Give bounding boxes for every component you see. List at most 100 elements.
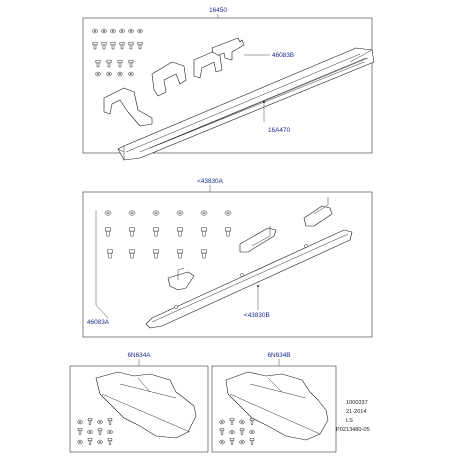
washer-icon bbox=[97, 419, 103, 425]
bolt-icon bbox=[249, 438, 255, 445]
bolt-icon bbox=[105, 227, 111, 237]
washer-icon bbox=[97, 439, 103, 445]
bolt-icon bbox=[107, 249, 113, 259]
bolt-icon bbox=[106, 59, 112, 68]
bracket-icon bbox=[239, 227, 277, 253]
washer-icon bbox=[128, 71, 134, 77]
callout-6N634B[interactable]: 6N634B bbox=[267, 352, 290, 359]
bolt-icon bbox=[128, 41, 134, 50]
splash-guard-icon bbox=[95, 371, 197, 439]
fastener-group-upper bbox=[92, 28, 143, 77]
washer-icon bbox=[77, 419, 83, 425]
bolt-icon bbox=[177, 227, 183, 237]
reference-block: 1000337 21-2014 LS P0213480-05 bbox=[336, 400, 370, 433]
washer-icon bbox=[249, 429, 255, 435]
kit-box-lower bbox=[82, 191, 373, 338]
kit-box-upper bbox=[82, 17, 373, 154]
washer-icon bbox=[107, 429, 113, 435]
section-side-step-kit-lower: <43830A <43830B 46083A bbox=[82, 178, 373, 338]
washer-icon bbox=[128, 28, 134, 34]
fastener-group-lower bbox=[104, 210, 232, 259]
step-bar-upper bbox=[117, 47, 375, 161]
bolt-icon bbox=[107, 438, 113, 445]
washer-icon bbox=[219, 439, 225, 445]
bolt-icon bbox=[110, 41, 116, 50]
bracket-icon bbox=[167, 271, 195, 291]
bolt-icon bbox=[128, 59, 134, 68]
washer-icon bbox=[77, 439, 83, 445]
bolt-icon bbox=[249, 418, 255, 425]
reference-line-3: LS bbox=[346, 418, 353, 424]
bolt-icon bbox=[201, 227, 207, 237]
washer-icon bbox=[106, 71, 112, 77]
bolt-icon bbox=[137, 41, 143, 50]
washer-icon bbox=[110, 28, 116, 34]
bracket-icon bbox=[193, 51, 223, 79]
bolt-icon bbox=[95, 59, 101, 68]
washer-icon bbox=[229, 429, 235, 435]
bolt-icon bbox=[87, 438, 93, 445]
callout-46083A[interactable]: 46083A bbox=[87, 319, 110, 326]
bolt-icon bbox=[153, 227, 159, 237]
step-bar-icon bbox=[117, 47, 375, 161]
section-splash-guard-left: 6N634A bbox=[69, 352, 209, 453]
callout-43830B[interactable]: <43830B bbox=[244, 312, 270, 319]
callout-6N634A[interactable]: 6N634A bbox=[127, 352, 151, 359]
bolt-icon bbox=[219, 428, 225, 435]
bracket-icon bbox=[303, 205, 333, 227]
callout-16450[interactable]: 16450 bbox=[209, 7, 227, 14]
washer-icon bbox=[95, 71, 101, 77]
bolt-icon bbox=[117, 59, 123, 68]
callout-43830A[interactable]: <43830A bbox=[197, 178, 224, 185]
bolt-icon bbox=[77, 428, 83, 435]
fastener-group-guard-right bbox=[219, 418, 255, 445]
washer-icon bbox=[104, 210, 112, 216]
bracket-group-upper bbox=[103, 37, 245, 127]
bolt-icon bbox=[225, 227, 231, 237]
callout-46083B[interactable]: 46083B bbox=[272, 52, 294, 59]
kit-box-guard-left bbox=[69, 365, 209, 453]
bracket-icon bbox=[151, 61, 187, 97]
washer-icon bbox=[87, 429, 93, 435]
kit-box-guard-right bbox=[211, 365, 337, 453]
bolt-icon bbox=[201, 249, 207, 259]
bolt-icon bbox=[129, 249, 135, 259]
bracket-icon bbox=[103, 87, 153, 127]
bracket-icon bbox=[211, 37, 245, 61]
bolt-icon bbox=[129, 227, 135, 237]
washer-icon bbox=[239, 419, 245, 425]
bolt-icon bbox=[107, 418, 113, 425]
washer-icon bbox=[200, 210, 208, 216]
reference-line-2: 21-2014 bbox=[346, 409, 367, 415]
fastener-group-guard-left bbox=[77, 418, 113, 445]
reference-line-1: 1000337 bbox=[346, 400, 368, 406]
bolt-icon bbox=[119, 41, 125, 50]
bolt-icon bbox=[177, 249, 183, 259]
reference-line-4: P0213480-05 bbox=[336, 427, 370, 433]
washer-icon bbox=[119, 28, 125, 34]
bolt-icon bbox=[153, 249, 159, 259]
washer-icon bbox=[152, 210, 160, 216]
step-bar-icon bbox=[145, 229, 353, 329]
callout-16A470[interactable]: 16A470 bbox=[268, 127, 290, 134]
section-splash-guard-right: 6N634B bbox=[211, 352, 337, 453]
washer-icon bbox=[239, 439, 245, 445]
washer-icon bbox=[128, 210, 136, 216]
splash-guard-icon bbox=[225, 371, 329, 441]
washer-icon bbox=[92, 28, 98, 34]
washer-icon bbox=[117, 71, 123, 77]
bolt-icon bbox=[239, 428, 245, 435]
section-side-step-kit-upper: 16450 46083B 16A470 bbox=[82, 7, 375, 161]
washer-icon bbox=[176, 210, 184, 216]
bolt-icon bbox=[87, 418, 93, 425]
washer-icon bbox=[219, 419, 225, 425]
washer-icon bbox=[137, 28, 143, 34]
washer-icon bbox=[224, 210, 232, 216]
washer-icon bbox=[101, 28, 107, 34]
bolt-icon bbox=[101, 41, 107, 50]
bolt-icon bbox=[97, 428, 103, 435]
bolt-icon bbox=[229, 438, 235, 445]
bolt-icon bbox=[92, 41, 98, 50]
bolt-icon bbox=[229, 418, 235, 425]
